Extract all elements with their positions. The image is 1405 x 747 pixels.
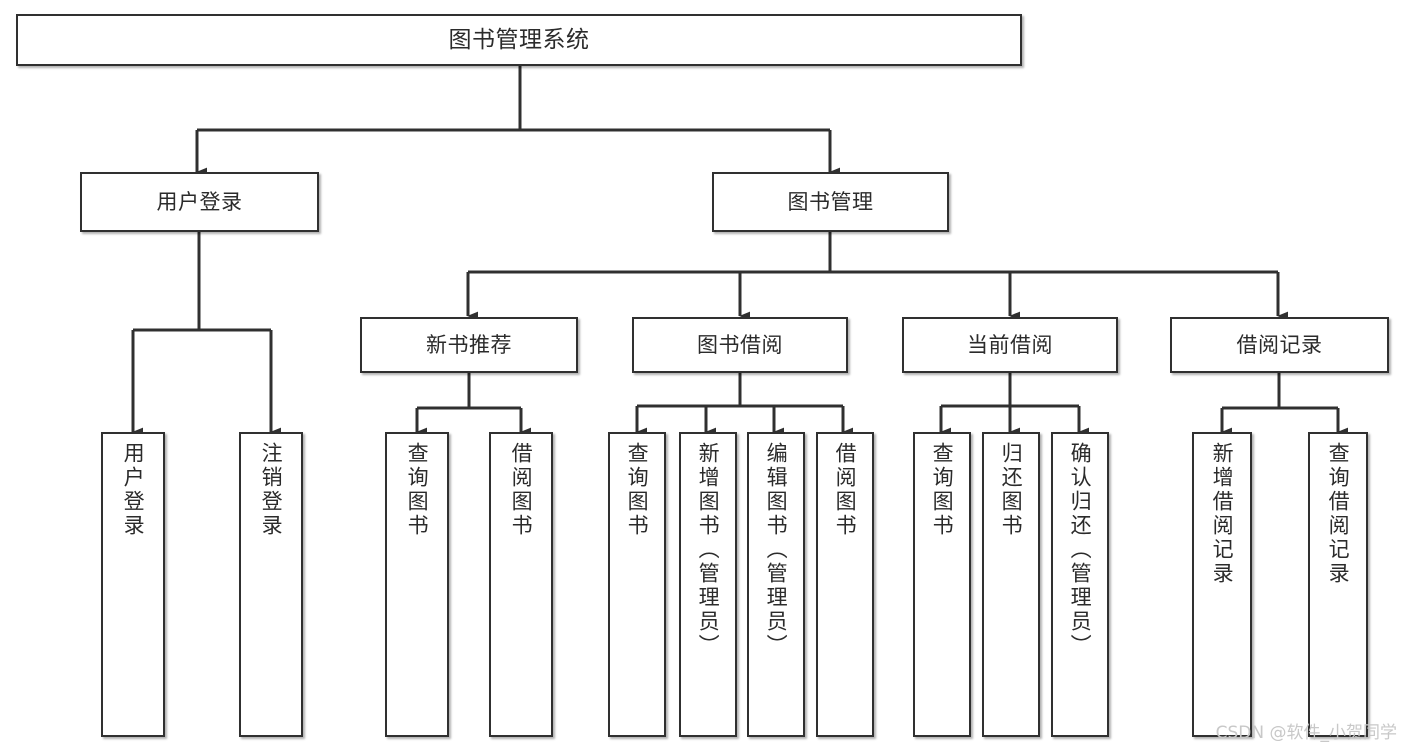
node-label: 图书管理 bbox=[787, 189, 874, 214]
node-leaf-edit-book-admin[interactable]: 编辑图书（管理员） bbox=[747, 432, 805, 737]
node-borrow-record[interactable]: 借阅记录 bbox=[1170, 317, 1389, 373]
node-leaf-return-book[interactable]: 归还图书 bbox=[982, 432, 1040, 737]
node-label: 查询借阅记录 bbox=[1326, 442, 1351, 586]
node-label: 确认归还（管理员） bbox=[1068, 442, 1093, 658]
node-leaf-logout[interactable]: 注销登录 bbox=[239, 432, 303, 737]
node-label: 当前借阅 bbox=[967, 332, 1053, 357]
node-label: 图书管理系统 bbox=[448, 26, 590, 53]
node-label: 借阅图书 bbox=[509, 442, 534, 538]
node-new-book-recommend[interactable]: 新书推荐 bbox=[360, 317, 578, 373]
node-book-management[interactable]: 图书管理 bbox=[712, 172, 949, 232]
node-leaf-query-book-borrow[interactable]: 查询图书 bbox=[608, 432, 666, 737]
node-leaf-query-book-current[interactable]: 查询图书 bbox=[913, 432, 971, 737]
node-leaf-add-borrow-record[interactable]: 新增借阅记录 bbox=[1192, 432, 1252, 737]
node-label: 注销登录 bbox=[259, 442, 284, 538]
node-leaf-borrow-book-recommend[interactable]: 借阅图书 bbox=[489, 432, 553, 737]
node-leaf-query-borrow-record[interactable]: 查询借阅记录 bbox=[1308, 432, 1368, 737]
node-label: 查询图书 bbox=[625, 442, 650, 538]
node-label: 用户登录 bbox=[121, 442, 146, 538]
node-leaf-user-login[interactable]: 用户登录 bbox=[101, 432, 165, 737]
node-label: 新增借阅记录 bbox=[1210, 442, 1235, 586]
node-label: 查询图书 bbox=[930, 442, 955, 538]
node-root-book-management-system[interactable]: 图书管理系统 bbox=[16, 14, 1022, 66]
node-label: 编辑图书（管理员） bbox=[764, 442, 789, 658]
csdn-watermark: CSDN @软件_小贺同学 bbox=[1215, 723, 1397, 743]
node-leaf-add-book-admin[interactable]: 新增图书（管理员） bbox=[679, 432, 737, 737]
node-leaf-borrow-book[interactable]: 借阅图书 bbox=[816, 432, 874, 737]
node-label: 归还图书 bbox=[999, 442, 1024, 538]
node-label: 新书推荐 bbox=[426, 332, 512, 357]
node-label: 借阅图书 bbox=[833, 442, 858, 538]
node-current-borrow[interactable]: 当前借阅 bbox=[902, 317, 1118, 373]
node-label: 查询图书 bbox=[405, 442, 430, 538]
node-leaf-confirm-return-admin[interactable]: 确认归还（管理员） bbox=[1051, 432, 1109, 737]
node-user-login[interactable]: 用户登录 bbox=[80, 172, 319, 232]
node-label: 借阅记录 bbox=[1236, 332, 1323, 357]
node-label: 新增图书（管理员） bbox=[696, 442, 721, 658]
node-leaf-query-book-recommend[interactable]: 查询图书 bbox=[385, 432, 449, 737]
node-label: 用户登录 bbox=[156, 189, 243, 214]
node-book-borrow[interactable]: 图书借阅 bbox=[632, 317, 848, 373]
node-label: 图书借阅 bbox=[697, 332, 783, 357]
